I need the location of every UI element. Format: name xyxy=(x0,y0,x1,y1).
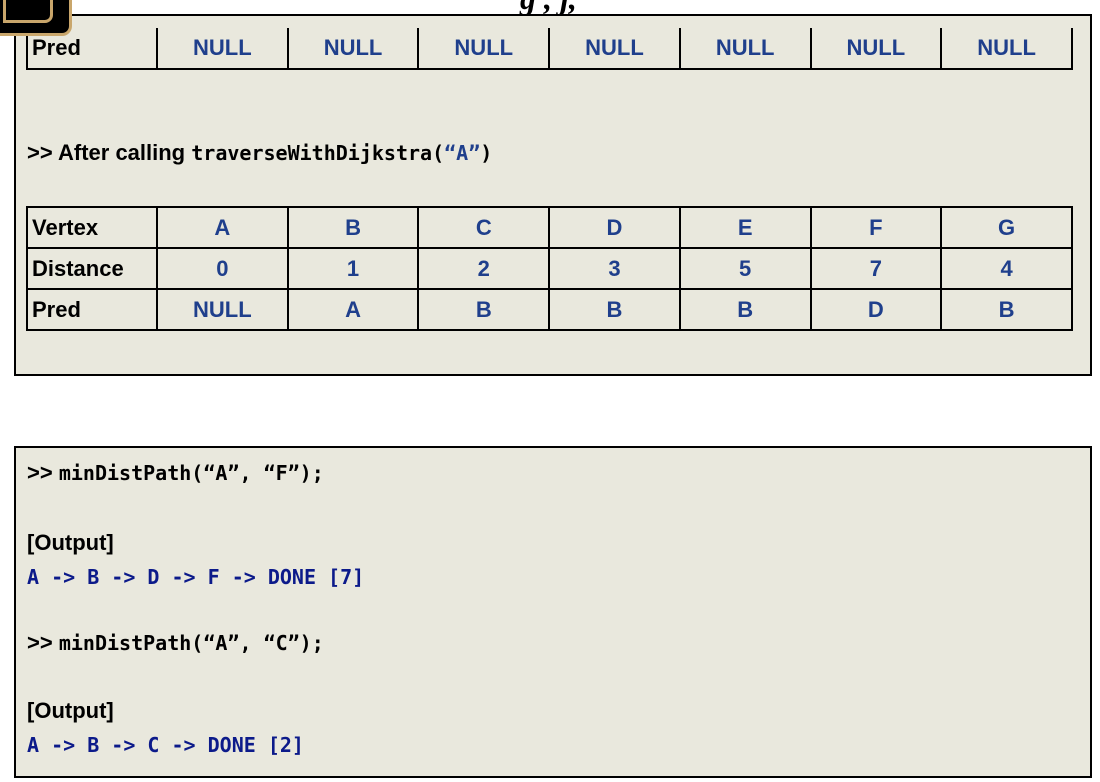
function-call: minDistPath(“A”, “F”); xyxy=(58,461,324,485)
dijkstra-result-table: Vertex A B C D E F G Distance 0 1 2 3 5 … xyxy=(26,206,1073,331)
table-cell: NULL xyxy=(156,288,289,331)
after-call-argument: “A” xyxy=(444,141,481,165)
table-row: Pred NULL A B B B D B xyxy=(26,288,1073,331)
output-label: [Output] xyxy=(27,530,114,555)
table-cell: F xyxy=(809,206,943,249)
prompt-symbol: >> xyxy=(27,630,53,655)
after-call-function: traverseWithDijkstra( xyxy=(191,141,445,165)
prompt-symbol: >> xyxy=(27,460,53,485)
table-row: Vertex A B C D E F G xyxy=(26,206,1073,249)
table-cell: NULL xyxy=(548,28,681,70)
table-cell: D xyxy=(548,206,681,249)
row-label: Pred xyxy=(26,288,158,331)
table-cell: NULL xyxy=(156,28,289,70)
table-row: Pred NULL NULL NULL NULL NULL NULL NULL xyxy=(26,28,1073,70)
table-cell: NULL xyxy=(286,28,420,70)
table-cell: 1 xyxy=(286,247,420,290)
initial-pred-table: Pred NULL NULL NULL NULL NULL NULL NULL xyxy=(26,28,1073,70)
table-cell: 3 xyxy=(548,247,681,290)
after-call-prefix: >> After calling xyxy=(27,140,192,165)
table-row: Distance 0 1 2 3 5 7 4 xyxy=(26,247,1073,290)
table-cell: NULL xyxy=(940,28,1073,70)
table-cell: E xyxy=(678,206,812,249)
output-line: A -> B -> D -> F -> DONE [7] xyxy=(27,565,365,589)
after-call-caption: >> After calling traverseWithDijkstra(“A… xyxy=(27,140,492,166)
examples-panel xyxy=(14,446,1092,778)
table-cell: B xyxy=(286,206,420,249)
table-cell: 2 xyxy=(417,247,551,290)
table-cell: B xyxy=(940,288,1073,331)
table-cell: A xyxy=(286,288,420,331)
table-cell: 0 xyxy=(156,247,289,290)
row-label: Distance xyxy=(26,247,158,290)
table-cell: NULL xyxy=(417,28,551,70)
table-cell: A xyxy=(156,206,289,249)
table-cell: NULL xyxy=(678,28,812,70)
output-label: [Output] xyxy=(27,698,114,723)
slide-title-fragment: g , j, xyxy=(520,0,577,17)
table-cell: B xyxy=(678,288,812,331)
table-cell: 5 xyxy=(678,247,812,290)
function-call: minDistPath(“A”, “C”); xyxy=(58,631,324,655)
table-cell: 7 xyxy=(809,247,943,290)
output-line: A -> B -> C -> DONE [2] xyxy=(27,733,304,757)
table-cell: G xyxy=(940,206,1073,249)
example-command: >> minDistPath(“A”, “C”); xyxy=(27,630,324,656)
after-call-suffix: ) xyxy=(480,141,493,165)
table-cell: NULL xyxy=(809,28,943,70)
example-command: >> minDistPath(“A”, “F”); xyxy=(27,460,324,486)
table-cell: B xyxy=(417,288,551,331)
table-cell: D xyxy=(809,288,943,331)
slide-corner-logo-icon xyxy=(0,0,72,36)
table-cell: 4 xyxy=(940,247,1073,290)
table-cell: C xyxy=(417,206,551,249)
row-label: Vertex xyxy=(26,206,158,249)
table-cell: B xyxy=(548,288,681,331)
